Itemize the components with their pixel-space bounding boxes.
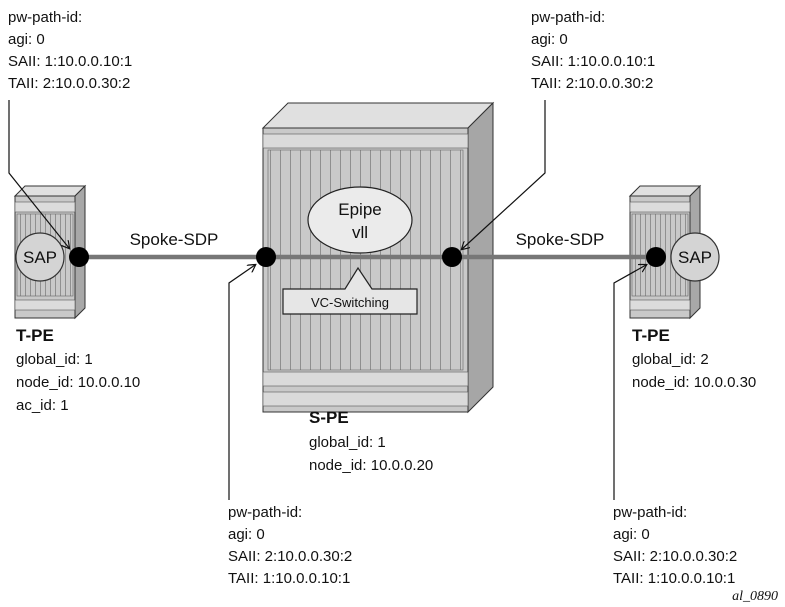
bottom-center-pointer-arrow (228, 265, 255, 500)
annotation-line: SAII: 2:10.0.0.30:2 (613, 548, 737, 565)
annotation-line: pw-path-id: (8, 9, 82, 26)
epipe-label: Epipe (338, 200, 381, 219)
node-info-line: global_id: 1 (309, 434, 386, 451)
node-info-line: ac_id: 1 (16, 397, 69, 414)
spe-info: S-PE global_id: 1 node_id: 10.0.0.20 (309, 408, 433, 474)
annotation-line: SAII: 2:10.0.0.30:2 (228, 548, 352, 565)
bottom-center-pw-path-annotation: pw-path-id: agi: 0 SAII: 2:10.0.0.30:2 T… (228, 504, 352, 587)
node-info-line: global_id: 2 (632, 351, 709, 368)
annotation-line: pw-path-id: (531, 9, 605, 26)
right-sap-label: SAP (678, 248, 712, 267)
top-right-pw-path-annotation: pw-path-id: agi: 0 SAII: 1:10.0.0.10:1 T… (531, 9, 655, 92)
top-left-pw-path-annotation: pw-path-id: agi: 0 SAII: 1:10.0.0.10:1 T… (8, 9, 132, 92)
left-tpe-info: T-PE global_id: 1 node_id: 10.0.0.10 ac_… (16, 326, 140, 414)
spe-device (261, 101, 495, 414)
node-info-line: node_id: 10.0.0.10 (16, 374, 140, 391)
vll-label: vll (352, 223, 368, 242)
left-spoke-sdp-label: Spoke-SDP (130, 230, 219, 249)
spe-title: S-PE (309, 408, 349, 427)
annotation-line: SAII: 1:10.0.0.10:1 (531, 53, 655, 70)
node-info-line: node_id: 10.0.0.30 (632, 374, 756, 391)
bottom-right-pointer-arrow (613, 265, 646, 500)
annotation-line: SAII: 1:10.0.0.10:1 (8, 53, 132, 70)
annotation-line: agi: 0 (531, 31, 568, 48)
right-tpe-title: T-PE (632, 326, 670, 345)
annotation-line: agi: 0 (8, 31, 45, 48)
annotation-line: TAII: 1:10.0.0.10:1 (613, 570, 735, 587)
left-tpe-endpoint (69, 247, 89, 267)
vc-switching-label: VC-Switching (311, 295, 389, 310)
left-tpe-title: T-PE (16, 326, 54, 345)
node-info-line: node_id: 10.0.0.20 (309, 457, 433, 474)
annotation-line: agi: 0 (613, 526, 650, 543)
spe-right-endpoint (442, 247, 462, 267)
left-sap-label: SAP (23, 248, 57, 267)
annotation-line: TAII: 2:10.0.0.30:2 (8, 75, 130, 92)
right-sap: SAP (670, 232, 720, 282)
right-tpe-info: T-PE global_id: 2 node_id: 10.0.0.30 (632, 326, 756, 391)
annotation-line: TAII: 2:10.0.0.30:2 (531, 75, 653, 92)
spe-left-endpoint (256, 247, 276, 267)
annotation-line: pw-path-id: (228, 504, 302, 521)
node-info-line: global_id: 1 (16, 351, 93, 368)
annotation-line: TAII: 1:10.0.0.10:1 (228, 570, 350, 587)
annotation-line: agi: 0 (228, 526, 265, 543)
epipe-service: Epipe vll (307, 186, 413, 254)
top-right-pointer-arrow (462, 100, 546, 249)
left-sap: SAP (15, 232, 65, 282)
top-left-pointer-arrow (8, 100, 69, 248)
bottom-right-pw-path-annotation: pw-path-id: agi: 0 SAII: 2:10.0.0.30:2 T… (613, 504, 737, 587)
right-tpe-endpoint (646, 247, 666, 267)
right-spoke-sdp-label: Spoke-SDP (516, 230, 605, 249)
vc-switching-callout: VC-Switching (282, 266, 418, 315)
annotation-line: pw-path-id: (613, 504, 687, 521)
figure-id: al_0890 (732, 589, 778, 604)
